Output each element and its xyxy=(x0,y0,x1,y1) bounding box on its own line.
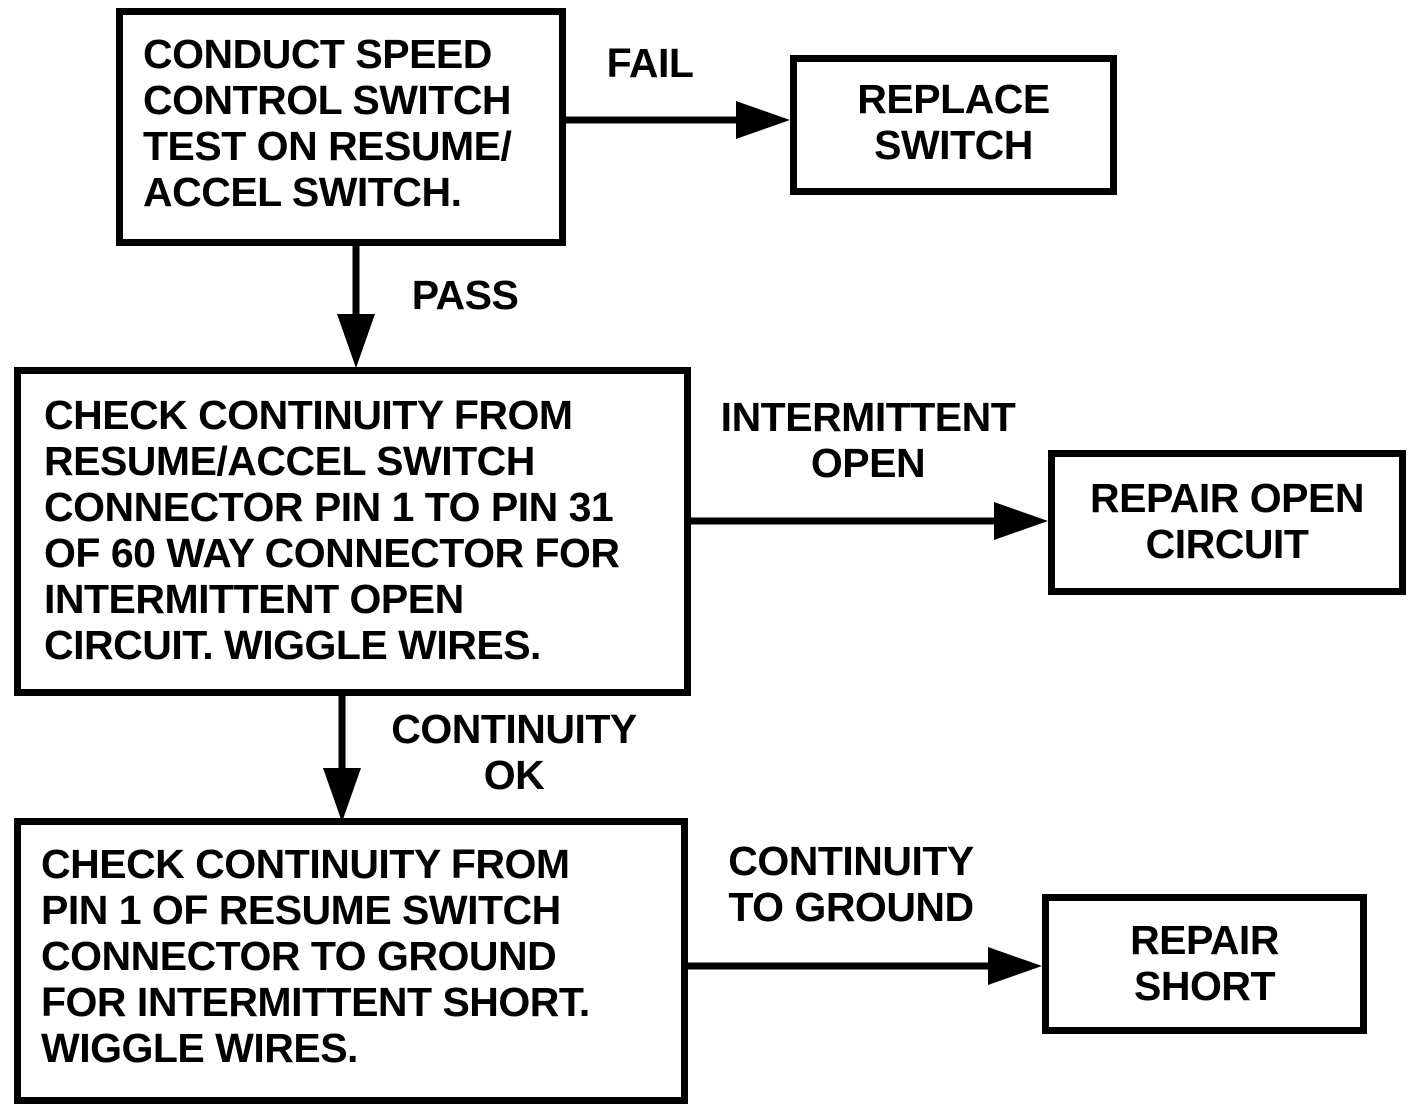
arrow-continuity-to-ground-head xyxy=(988,947,1042,985)
node-replace-switch-text: REPLACE SWITCH xyxy=(857,76,1050,168)
node-check-short-text: CHECK CONTINUITY FROM PIN 1 OF RESUME SW… xyxy=(41,841,590,1071)
node-repair-short-text: REPAIR SHORT xyxy=(1130,917,1279,1009)
arrow-intermittent-open-head xyxy=(994,502,1048,540)
node-check-short: CHECK CONTINUITY FROM PIN 1 OF RESUME SW… xyxy=(14,818,688,1104)
node-check-open: CHECK CONTINUITY FROM RESUME/ACCEL SWITC… xyxy=(14,367,691,696)
arrow-continuity-ok-head xyxy=(323,768,361,822)
node-conduct-test-text: CONDUCT SPEED CONTROL SWITCH TEST ON RES… xyxy=(143,31,512,215)
arrow-pass-head xyxy=(337,314,375,368)
edge-label-intermittent-open: INTERMITTENT OPEN xyxy=(720,394,1016,486)
edge-label-continuity-to-ground: CONTINUITY TO GROUND xyxy=(728,838,974,930)
node-repair-open-text: REPAIR OPEN CIRCUIT xyxy=(1090,475,1364,567)
edge-label-fail: FAIL xyxy=(606,40,694,86)
node-conduct-test: CONDUCT SPEED CONTROL SWITCH TEST ON RES… xyxy=(116,8,566,246)
edge-label-continuity-ok: CONTINUITY OK xyxy=(391,706,637,798)
node-check-open-text: CHECK CONTINUITY FROM RESUME/ACCEL SWITC… xyxy=(44,392,620,668)
arrow-fail-head xyxy=(736,101,790,139)
node-replace-switch: REPLACE SWITCH xyxy=(790,55,1117,195)
node-repair-short: REPAIR SHORT xyxy=(1042,894,1367,1034)
edge-label-pass: PASS xyxy=(411,272,519,318)
node-repair-open: REPAIR OPEN CIRCUIT xyxy=(1048,450,1406,595)
